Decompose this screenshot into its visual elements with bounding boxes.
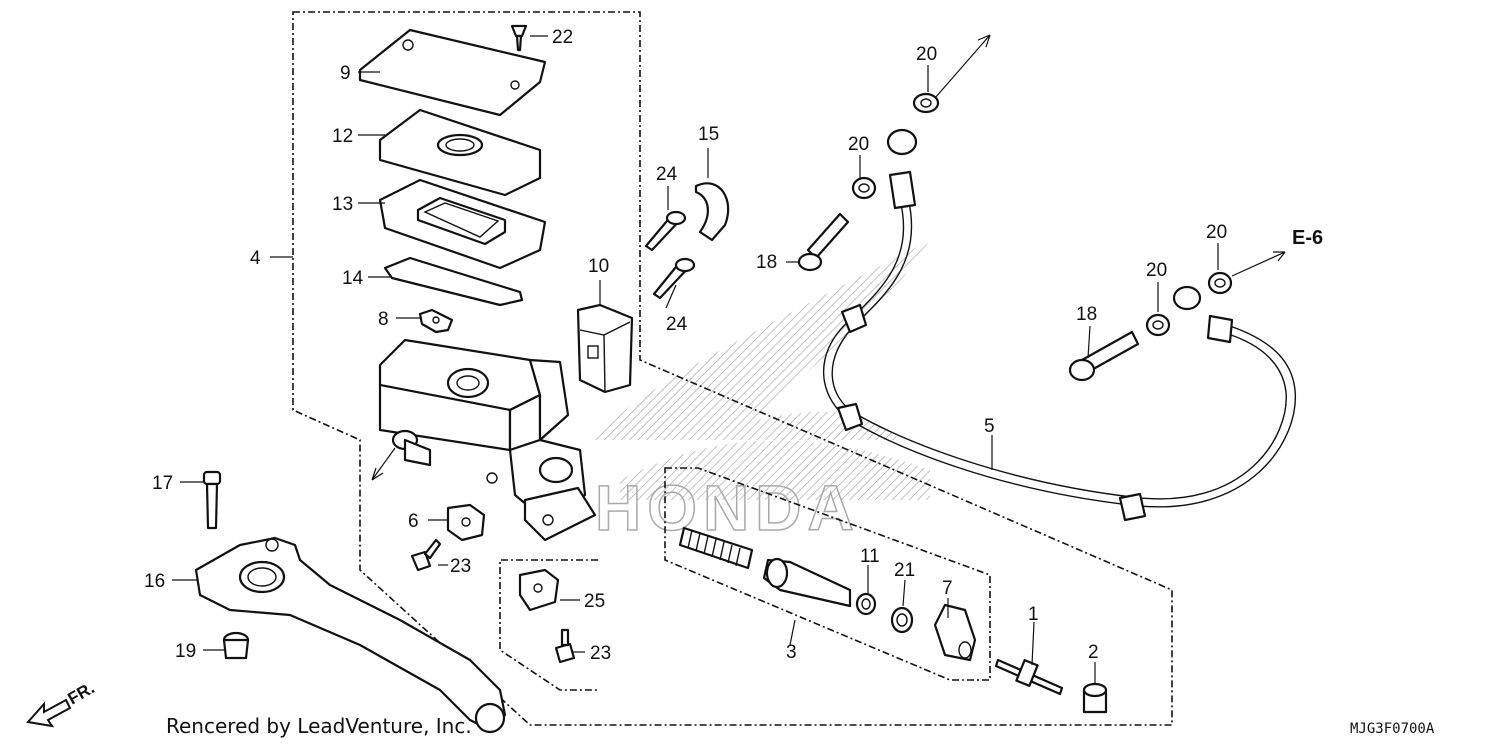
diagram-code: MJG3F0700A xyxy=(1350,721,1435,737)
front-direction-arrow: FR. xyxy=(26,678,98,728)
piston-boot xyxy=(933,603,977,662)
label-18-lower: 18 xyxy=(1076,304,1097,325)
piston-spring xyxy=(678,526,754,570)
label-15: 15 xyxy=(698,124,719,145)
label-20-middle: 20 xyxy=(848,134,869,155)
upper-hose-arrow xyxy=(934,34,991,99)
diaphragm xyxy=(378,178,547,270)
switch-screw xyxy=(410,538,442,572)
push-rod-cap xyxy=(1082,682,1108,714)
oil-bolt-lower xyxy=(1068,330,1140,382)
label-23-upper: 23 xyxy=(450,556,471,577)
lever-pivot-bolt xyxy=(202,470,222,530)
label-10: 10 xyxy=(588,256,609,277)
holder xyxy=(576,303,634,394)
sealing-washer-upper xyxy=(912,92,940,114)
label-9: 9 xyxy=(340,63,351,84)
lever-nut xyxy=(222,631,250,660)
label-22: 22 xyxy=(552,27,573,48)
holder-bolt-lower xyxy=(652,257,696,300)
inset-frame xyxy=(499,559,598,691)
label-3: 3 xyxy=(786,642,797,663)
label-25: 25 xyxy=(584,591,605,612)
label-7: 7 xyxy=(942,578,953,599)
label-20-right: 20 xyxy=(1206,222,1227,243)
rubber-cap xyxy=(694,182,730,242)
sealing-washer-right xyxy=(1207,271,1233,295)
diaphragm-plate xyxy=(378,108,542,197)
credit-text: Rencered by LeadVenture, Inc. xyxy=(166,714,472,738)
label-24-upper: 24 xyxy=(656,164,678,185)
holder-bolt-upper xyxy=(644,210,687,252)
reservoir-gasket xyxy=(383,256,524,307)
label-6: 6 xyxy=(408,511,419,532)
float-clip xyxy=(418,308,454,334)
brake-lever xyxy=(194,536,507,734)
label-18-upper: 18 xyxy=(756,252,777,273)
label-11: 11 xyxy=(860,546,880,567)
cap-screw xyxy=(510,24,528,52)
label-13: 13 xyxy=(332,194,353,215)
reservoir-cap xyxy=(358,28,547,117)
label-24-lower: 24 xyxy=(666,314,688,335)
circlip xyxy=(890,606,914,634)
push-rod xyxy=(994,658,1064,696)
sealing-washer-middle xyxy=(851,176,877,200)
piston-washer xyxy=(855,592,877,616)
label-1: 1 xyxy=(1028,604,1039,625)
oil-bolt-upper xyxy=(797,212,850,272)
piston xyxy=(762,557,852,608)
master-cylinder-arrow xyxy=(371,447,396,481)
label-20-upper: 20 xyxy=(916,44,937,65)
label-17: 17 xyxy=(152,473,173,494)
front-direction-label: FR. xyxy=(65,678,98,708)
sealing-washer-lower xyxy=(1145,313,1171,337)
honda-wing-watermark xyxy=(590,240,930,500)
master-cylinder-body xyxy=(378,338,597,542)
leader-lines xyxy=(172,35,1219,684)
label-21: 21 xyxy=(894,560,915,581)
label-14: 14 xyxy=(342,268,364,289)
e6-arrow xyxy=(1231,251,1286,277)
label-19: 19 xyxy=(175,641,196,662)
label-23-lower: 23 xyxy=(590,643,611,664)
assembly-3-frame xyxy=(664,467,991,681)
brake-hose xyxy=(823,128,1297,522)
label-2: 2 xyxy=(1088,642,1099,663)
label-5: 5 xyxy=(984,416,995,437)
watermark-text: HONDA xyxy=(595,472,860,544)
inset-screw xyxy=(554,628,576,664)
assembly-4-frame xyxy=(292,11,1173,726)
inset-switch xyxy=(518,568,560,612)
label-8: 8 xyxy=(378,309,389,330)
label-20-lower: 20 xyxy=(1146,260,1167,281)
brake-switch xyxy=(446,503,486,542)
label-4: 4 xyxy=(250,248,261,269)
reference-e6: E-6 xyxy=(1292,227,1323,249)
label-16: 16 xyxy=(144,571,165,592)
label-12: 12 xyxy=(332,126,353,147)
